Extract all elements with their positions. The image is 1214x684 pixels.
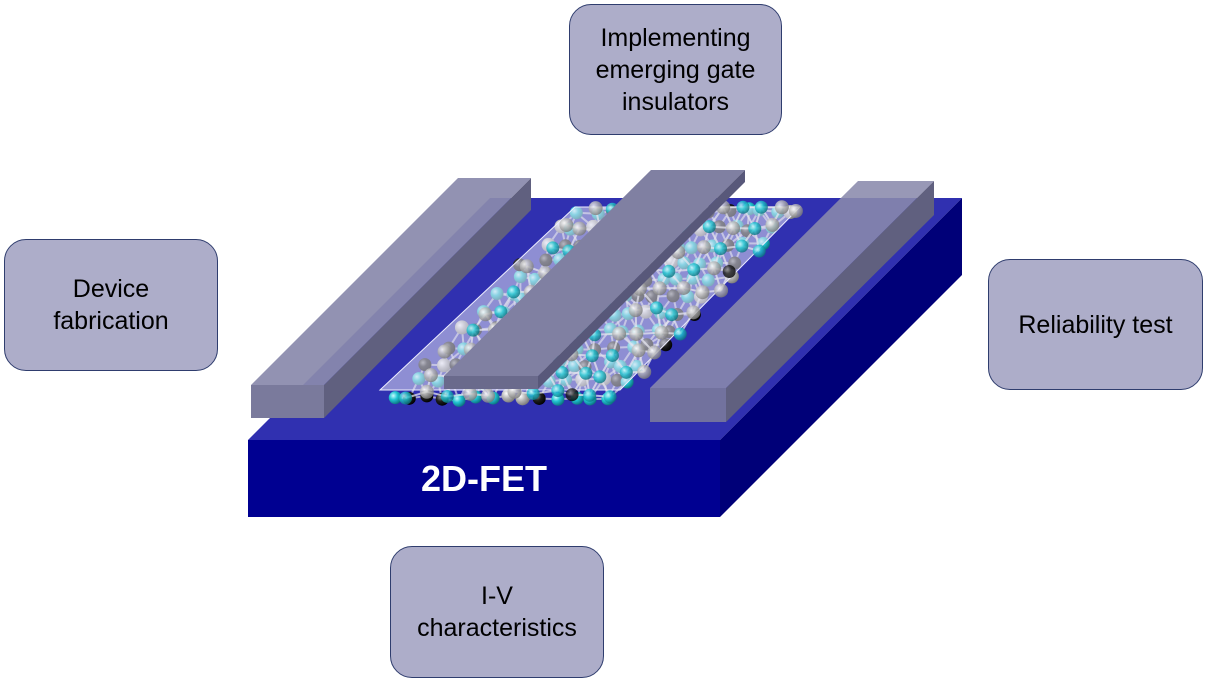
atom-cyan [593,370,607,384]
atom-cyan [735,239,749,253]
atom-cyan [673,327,687,341]
atom-cyan [452,393,466,407]
atom-gray [696,240,711,255]
atom-black [565,388,579,402]
callout-iv-characteristics-text: I-V characteristics [417,580,577,644]
callout-gate-insulators-text: Implementing emerging gate insulators [596,22,756,118]
callout-gate-insulators: Implementing emerging gate insulators [569,4,782,135]
callout-device-fabrication-text: Device fabrication [53,273,168,337]
source-electrode-top [251,178,531,385]
atom-cyan [466,323,480,337]
atom-cyan [440,389,454,403]
atom-cyan [603,390,617,404]
atom-gray [481,388,496,403]
drain-electrode [650,181,934,422]
atom-cyan [399,391,413,405]
atom-cyan [546,241,560,255]
callout-line: Reliability test [1018,310,1173,339]
atom-gray [765,217,780,232]
atom-gray [652,281,667,296]
callout-line: I-V [481,582,513,610]
atom-cyan [555,365,569,379]
drain-electrode-front [650,388,726,422]
callout-reliability-test: Reliability test [988,259,1203,390]
callout-line: insulators [621,87,729,116]
atom-gray [707,261,722,276]
source-electrode-side [324,178,531,418]
atom-gray [788,203,803,218]
atom-gray [676,280,691,295]
atom-cyan [583,388,597,402]
callout-line: Device [72,275,150,303]
atom-gray [637,364,652,379]
source-electrode-front [251,385,324,418]
atom-cyan [665,308,679,322]
atom-cyan [687,263,701,277]
atom-cyan [388,391,402,405]
atom-cyan [650,301,664,315]
source-electrode [251,178,531,418]
gate-electrode [444,170,745,389]
atom-gray [419,384,434,399]
atom-cyan [551,384,565,398]
device-label-text: 2D-FET [421,458,547,499]
atom-cyan [605,348,619,362]
atom-gray [654,325,669,340]
atom-gray [629,326,644,341]
drain-electrode-side [726,181,934,422]
atom-gray [478,307,493,322]
drain-electrode-top [650,181,934,388]
atom-gray [714,283,729,298]
atom-gray [437,344,452,359]
callout-line: Implementing [600,23,751,52]
atom-cyan [702,220,716,234]
atom-cyan [585,349,599,363]
atom-gray [559,218,574,233]
atom-gray [628,303,643,318]
gate-electrode-side [538,170,745,389]
atom-cyan [619,365,633,379]
atom-gray [612,326,627,341]
gate-electrode-front [444,376,538,389]
callout-line: characteristics [417,614,577,642]
gate-electrode-top [444,170,745,376]
atom-gray [572,221,587,236]
callout-line: fabrication [53,307,169,335]
callout-reliability-test-text: Reliability test [1018,309,1172,341]
atom-gray [647,345,662,360]
atom-cyan [662,264,676,278]
atom-cyan [526,387,540,401]
atom-gray [588,201,603,216]
atom-cyan [494,305,508,319]
atom-gray [774,200,789,215]
substrate-right-face [720,198,962,517]
callout-device-fabrication: Device fabrication [4,239,218,371]
atom-gray [519,259,534,274]
callout-iv-characteristics: I-V characteristics [390,546,604,678]
substrate-front-face [248,440,720,517]
device-label: 2D-FET [248,447,720,511]
atom-cyan [752,244,766,258]
callout-line: emerging gate [595,55,756,84]
atom-gray [423,368,438,383]
atom-gray [631,343,646,358]
atom-gray [463,386,478,401]
atom-cyan [754,200,768,214]
atom-cyan [579,366,593,380]
atom-gray [695,285,710,300]
atom-cyan [748,222,762,236]
atom-cyan [714,242,728,256]
atom-black [722,264,736,278]
atom-gray [686,305,701,320]
atom-gray [726,221,741,236]
atom-cyan [736,200,750,214]
atom-cyan [507,285,521,299]
